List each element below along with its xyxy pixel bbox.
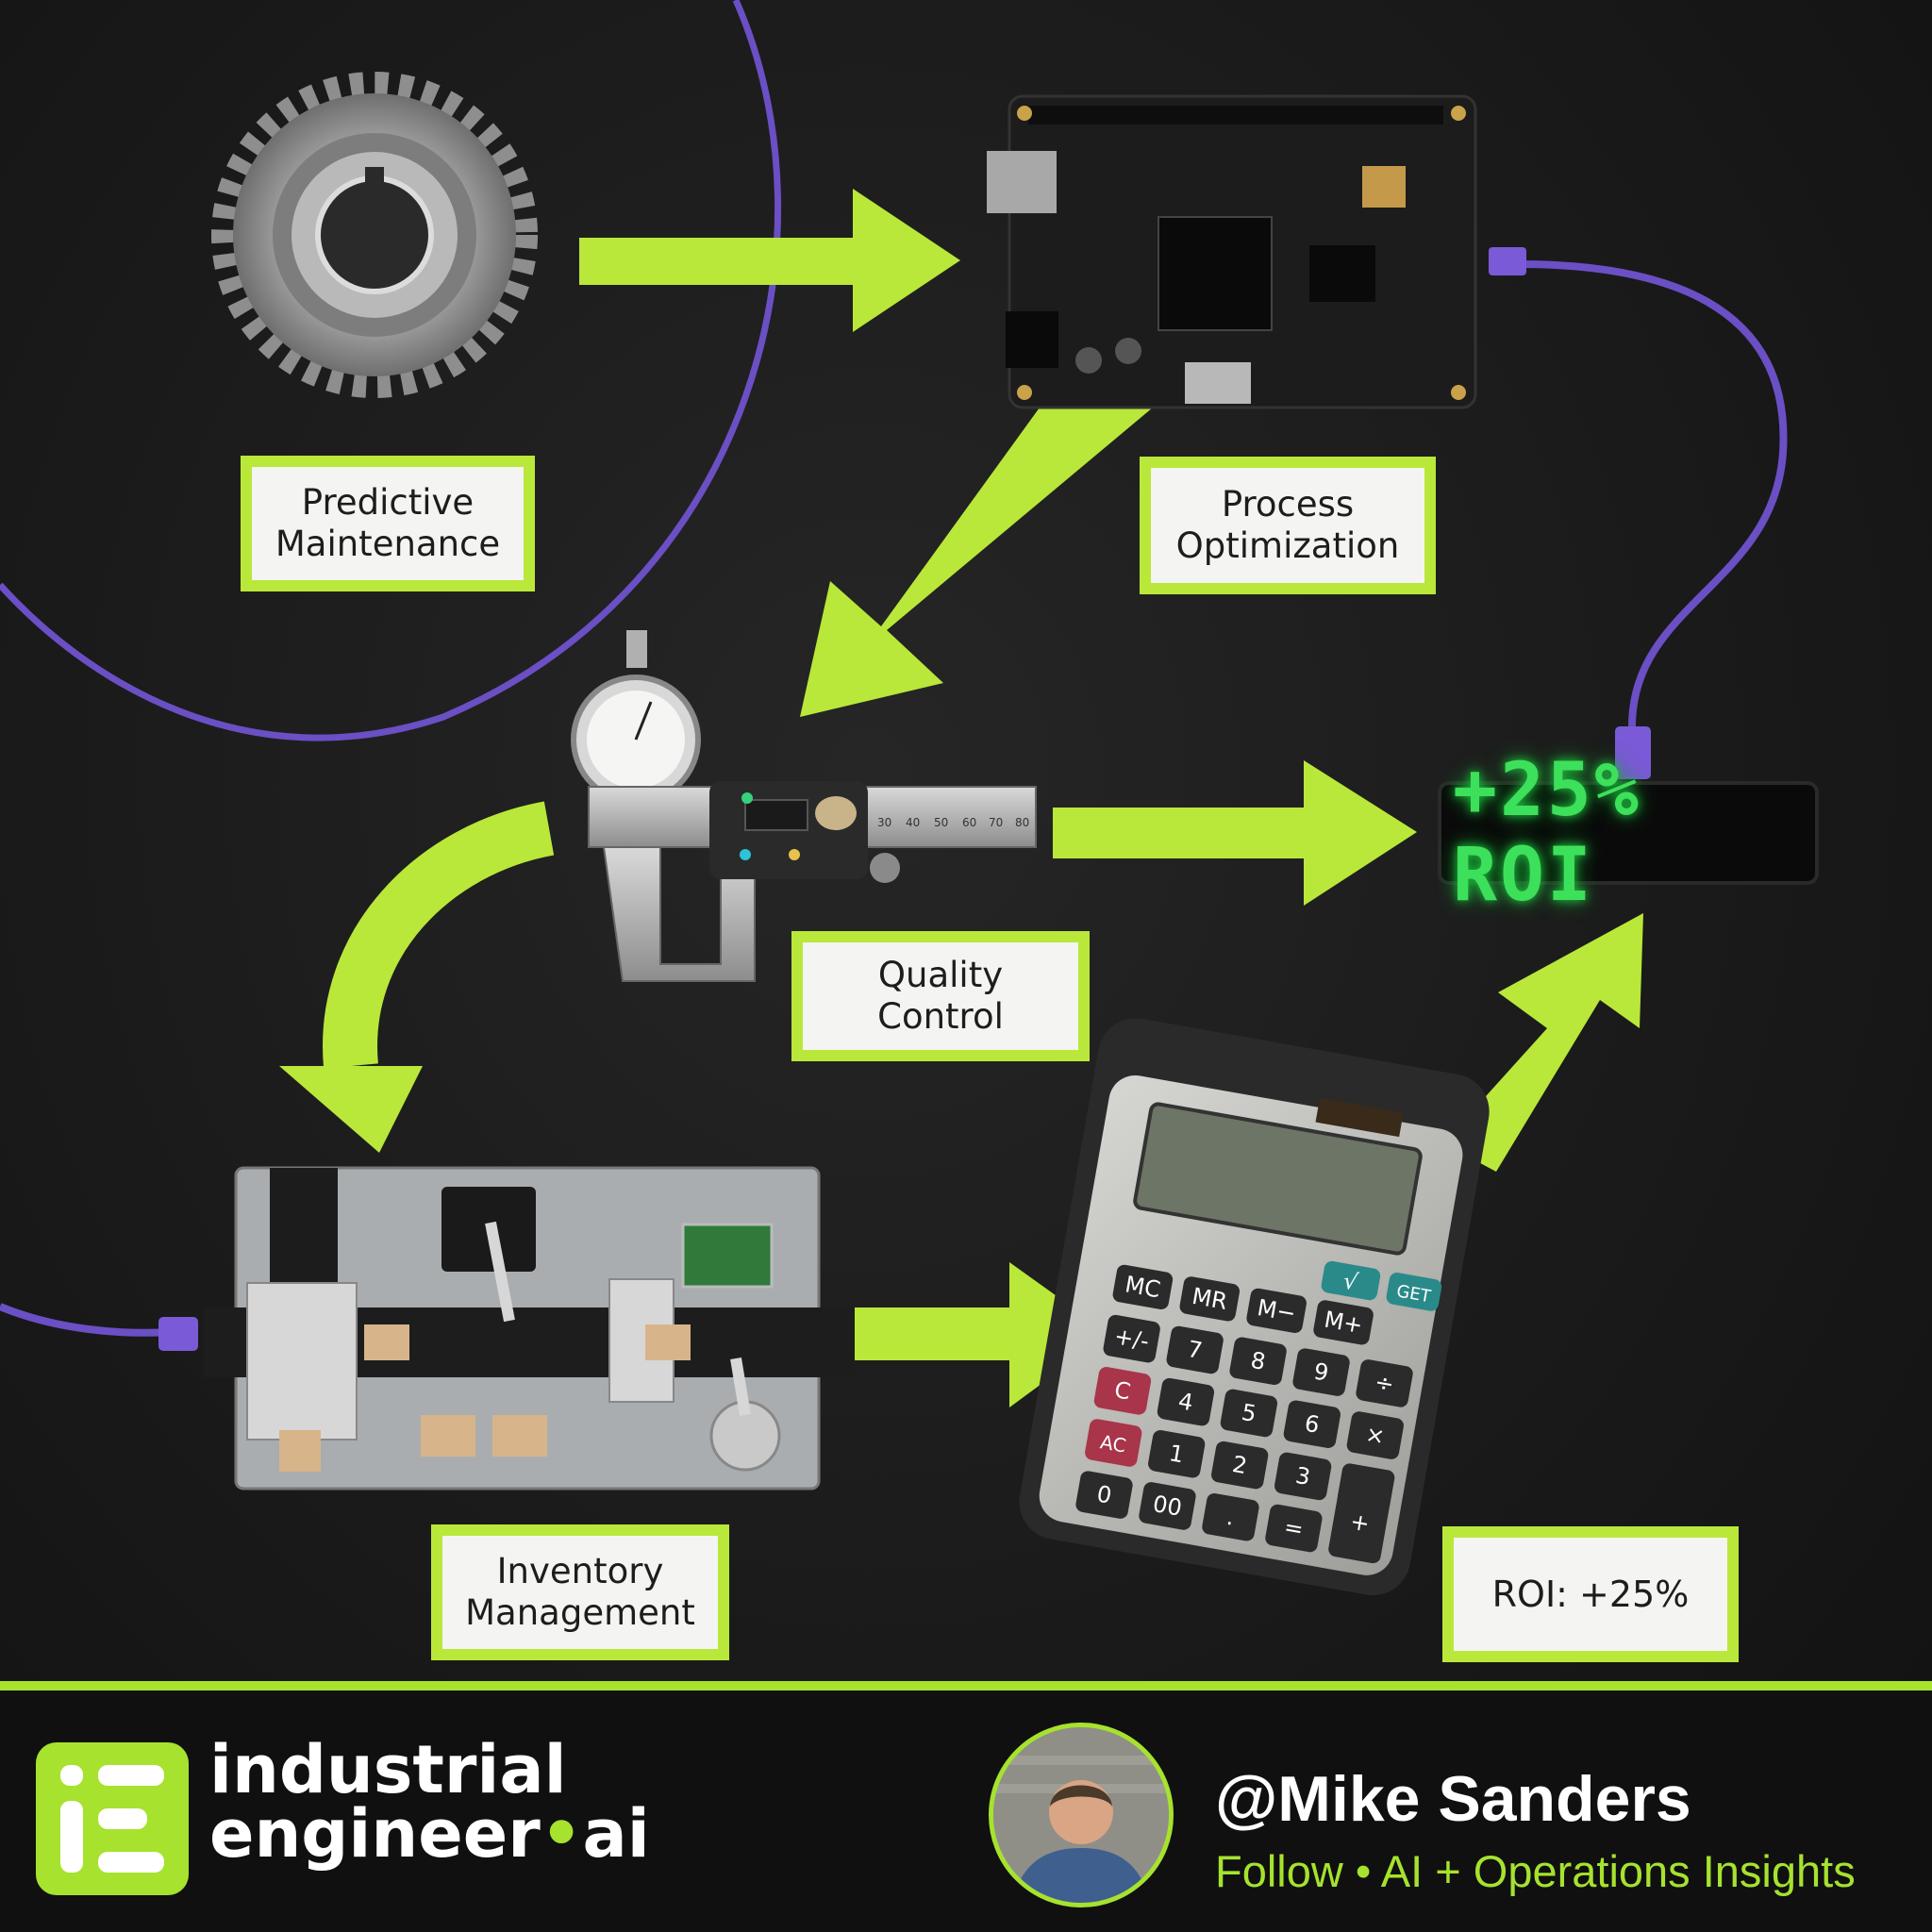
calc-key: =	[1282, 1514, 1306, 1543]
usb-plug-board	[1489, 247, 1526, 275]
calc-key: 00	[1151, 1491, 1184, 1522]
calc-key: 5	[1240, 1399, 1258, 1427]
calc-key: +/-	[1112, 1323, 1151, 1355]
label-line: Quality	[877, 955, 1004, 995]
calc-key: 6	[1303, 1410, 1322, 1439]
brand-line-1: industrial	[209, 1731, 567, 1808]
caliper-scale-number: 30	[877, 816, 891, 829]
arrow-calculator-to-display	[1443, 913, 1643, 1172]
caliper-scale-number: 40	[906, 816, 920, 829]
label-line: Process	[1221, 484, 1355, 525]
usb-plug-display	[1615, 726, 1651, 779]
purple-cable-top-left	[0, 0, 781, 741]
calc-key: 7	[1186, 1336, 1205, 1364]
label-line: Maintenance	[275, 524, 501, 564]
calculator-main-keys: +/- 7 8 9 ÷ C 4 5 6 × AC 1 2	[1075, 1314, 1413, 1564]
calc-key: 4	[1176, 1388, 1195, 1416]
author-tagline: Follow • AI + Operations Insights	[1215, 1846, 1856, 1896]
calc-key: +	[1348, 1508, 1372, 1538]
caliper-scale-number: 80	[1015, 816, 1029, 829]
usb-plug-conveyor	[158, 1317, 198, 1351]
caliper-scale-number: 60	[962, 816, 976, 829]
calc-key: 1	[1167, 1440, 1186, 1468]
purple-cable-left-to-conveyor	[0, 1303, 171, 1337]
calc-key: ×	[1363, 1421, 1387, 1450]
circuit-board-icon	[987, 94, 1477, 409]
arrow-caliper-to-display	[1053, 760, 1417, 906]
label-line: Predictive	[301, 482, 475, 523]
label-predictive-maintenance: Predictive Maintenance	[241, 456, 535, 591]
calc-key: 3	[1293, 1462, 1312, 1491]
calc-key-mr: MR	[1190, 1283, 1229, 1315]
calc-key: C	[1112, 1376, 1132, 1405]
purple-cable-board-to-display	[1518, 260, 1788, 727]
label-line: Optimization	[1175, 525, 1400, 566]
caliper-scale-number: 50	[934, 816, 948, 829]
calculator-keypad: MC MR M− M+ √ GET +/- 7 8 9 ÷ C 4	[1075, 1260, 1442, 1564]
author-handle[interactable]: @Mike Sanders	[1215, 1763, 1691, 1835]
brand-wordmark[interactable]: industrial engineer•ai	[209, 1731, 650, 1873]
label-quality-control: Quality Control	[791, 931, 1090, 1061]
label-line: Inventory	[496, 1551, 664, 1591]
led-display-panel	[1438, 781, 1819, 885]
calc-key-mc: MC	[1123, 1271, 1162, 1303]
arrow-gear-to-board	[579, 189, 960, 332]
label-line: Control	[877, 996, 1004, 1037]
caliper-scale: 30 40 50 60 70 80	[877, 816, 1029, 829]
label-inventory-management: Inventory Management	[431, 1524, 729, 1660]
brand-line-2: engineer•ai	[209, 1795, 650, 1873]
calc-key-m-minus: M−	[1256, 1294, 1298, 1327]
label-line: Management	[465, 1592, 695, 1633]
label-roi: ROI: +25%	[1442, 1526, 1739, 1662]
avatar-portrait-icon	[993, 1727, 1169, 1903]
calc-key: 8	[1249, 1347, 1268, 1375]
calc-key: ÷	[1373, 1369, 1396, 1398]
label-process-optimization: Process Optimization	[1140, 457, 1436, 594]
conveyor-system-icon	[204, 1166, 855, 1491]
arrow-caliper-to-conveyor-head	[279, 1066, 423, 1153]
brand-logo-icon[interactable]	[36, 1742, 189, 1895]
calc-key-sqrt: √	[1341, 1267, 1361, 1295]
led-roi-readout: +25% ROI	[1453, 748, 1641, 918]
caliper-icon	[571, 630, 1037, 982]
label-line: ROI: +25%	[1491, 1574, 1690, 1615]
footer-bar: industrial engineer•ai @Mike Sanders Fol…	[0, 1681, 1932, 1932]
arrow-board-to-caliper	[800, 408, 1153, 717]
caliper-scale-number: 70	[989, 816, 1003, 829]
calc-key: 2	[1230, 1451, 1249, 1479]
gear-icon	[211, 72, 538, 398]
calc-key: AC	[1099, 1430, 1128, 1457]
calculator-memory-row: MC MR M− M+ √ GET	[1112, 1260, 1442, 1345]
calc-key: 9	[1312, 1357, 1331, 1386]
arrow-caliper-to-conveyor	[323, 801, 555, 1069]
avatar[interactable]	[989, 1723, 1174, 1907]
calc-key: 0	[1095, 1481, 1114, 1509]
calc-key-m-plus: M+	[1323, 1307, 1365, 1340]
